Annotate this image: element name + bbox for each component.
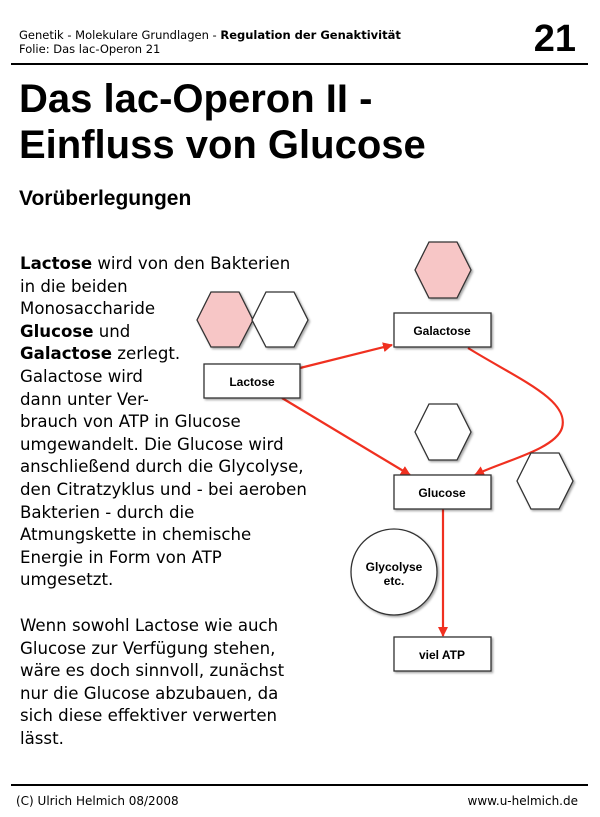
glucose-hexagon-icon xyxy=(516,452,574,510)
arrow-lactose-glucose xyxy=(281,397,411,476)
text-line: den Citratzyklus und - bei aeroben xyxy=(20,479,307,499)
footer-divider xyxy=(11,784,588,786)
footer-author: (C) Ulrich Helmich 08/2008 xyxy=(16,794,179,808)
text-line: dann unter Ver- xyxy=(20,389,149,409)
galactose-hexagon-icon xyxy=(414,241,472,299)
section-subtitle: Vorüberlegungen xyxy=(19,187,192,210)
course-label: Genetik - Molekulare Grundlagen - xyxy=(19,28,221,42)
footer-website: www.u-helmich.de xyxy=(467,794,578,808)
text-line: Wenn sowohl Lactose wie auch xyxy=(20,616,279,635)
atp-label: viel ATP xyxy=(419,648,465,662)
header-divider xyxy=(11,63,588,65)
lactose-label: Lactose xyxy=(229,375,275,389)
text-line: Energie in Form von ATP xyxy=(20,547,222,567)
arrow-galactose-glucose xyxy=(467,347,564,476)
lactose-box xyxy=(203,363,301,399)
bold-term: Glucose xyxy=(20,321,94,341)
text-line: Glucose zur Verfügung stehen, xyxy=(20,638,276,658)
reaction-arrows xyxy=(281,342,564,637)
glucose-box xyxy=(393,474,492,510)
text-line: Monosaccharide xyxy=(20,299,156,319)
arrow-lactose-galactose xyxy=(299,342,393,370)
text-line: Bakterien - durch die xyxy=(20,502,195,522)
page-title: Das lac-Operon II - Einfluss von Glucose xyxy=(19,76,426,168)
text-line: brauch von ATP in Glucose xyxy=(20,412,241,432)
text-line: sich diese effektiver verwerten xyxy=(20,706,278,726)
galactose-label: Galactose xyxy=(413,324,471,338)
atp-box xyxy=(393,636,492,672)
galactose-box xyxy=(393,312,492,348)
glucose-hexagon-icon xyxy=(251,291,309,348)
slide-label: Folie: Das lac-Operon 21 xyxy=(19,42,161,56)
topic-label: Regulation der Genaktivität xyxy=(220,28,401,42)
text-line: zerlegt. xyxy=(112,344,181,364)
text-line: in die beiden xyxy=(20,276,128,296)
glycolyse-circle xyxy=(350,528,438,616)
bold-term: Galactose xyxy=(20,344,113,364)
text-line: umgewandelt. Die Glucose wird xyxy=(20,434,284,454)
text-line: Galactose wird xyxy=(20,366,143,386)
text-line: und xyxy=(93,321,131,341)
text-line: nur die Glucose abzubauen, da xyxy=(20,683,279,703)
header-breadcrumb: Genetik - Molekulare Grundlagen - Regula… xyxy=(19,28,401,56)
page-number: 21 xyxy=(533,18,576,60)
glycolyse-label: Glycolyse xyxy=(366,560,423,574)
text-line: wird von den Bakterien xyxy=(92,254,291,273)
text-line: Atmungskette in chemische xyxy=(20,525,252,545)
glucose-label: Glucose xyxy=(418,486,466,500)
galactose-hexagon-icon xyxy=(196,291,254,348)
text-line: umgesetzt. xyxy=(20,570,114,590)
bold-term: Lactose xyxy=(20,254,93,273)
glucose-hexagon-icon xyxy=(414,403,472,461)
glycolyse-label: etc. xyxy=(384,574,405,588)
paragraph-glucose-preference: Wenn sowohl Lactose wie auch Glucose zur… xyxy=(20,615,284,751)
text-line: anschließend durch die Glycolyse, xyxy=(20,457,304,477)
title-line: Das lac-Operon II - xyxy=(19,77,373,121)
title-line: Einfluss von Glucose xyxy=(19,123,426,167)
text-line: wäre es doch sinnvoll, zunächst xyxy=(20,661,285,681)
text-line: lässt. xyxy=(20,728,64,748)
paragraph-lactose: Lactose wird von den Bakterien in die be… xyxy=(20,253,307,592)
